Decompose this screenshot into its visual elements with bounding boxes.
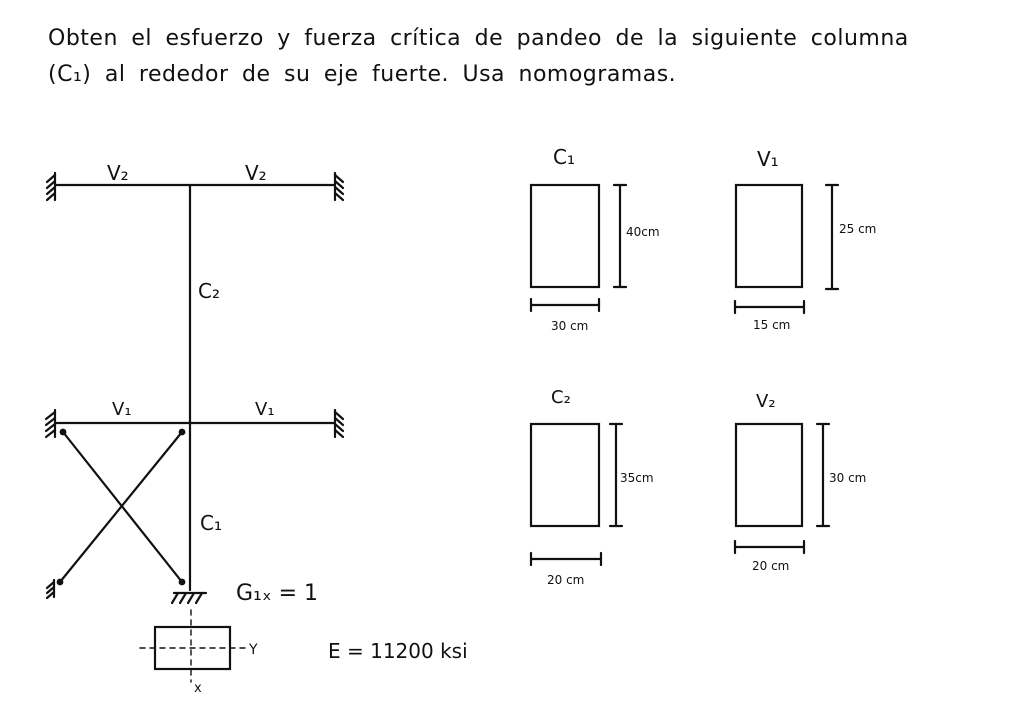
cross-section-x-label: x — [194, 681, 202, 696]
section-v1-height-dimension — [824, 183, 840, 291]
section-v1-height: 25 cm — [839, 222, 876, 236]
section-c1-height-dimension — [612, 183, 628, 289]
problem-statement-line-2: (C₁) al rededor de su eje fuerte. Usa no… — [48, 62, 677, 87]
section-v1-width-dimension — [733, 299, 806, 315]
mid-left-fixed-support — [44, 408, 57, 439]
brace-diagonal-1 — [61, 430, 184, 584]
section-c1-width-dimension — [529, 297, 601, 313]
mid-right-fixed-support — [333, 408, 345, 439]
problem-statement-line-1: Obten el esfuerzo y fuerza crítica de pa… — [48, 26, 909, 51]
mid-beam-left-label: V₁ — [112, 399, 132, 420]
cross-section-y-label: Y — [248, 642, 258, 658]
section-v1-rectangle — [734, 183, 804, 289]
brace-pin-bottom-left — [56, 578, 64, 586]
elastic-modulus: E = 11200 ksi — [328, 639, 468, 663]
brace-pin-top-left — [59, 428, 67, 436]
top-beam-left-label: V₂ — [107, 161, 129, 185]
section-c1-name: C₁ — [553, 145, 575, 169]
brace-diagonal-2 — [58, 430, 184, 584]
top-right-fixed-support — [333, 171, 345, 202]
section-v2-height-dimension — [815, 422, 831, 528]
section-c1-height: 40cm — [626, 225, 660, 239]
column-base-fixed-support — [170, 591, 208, 605]
top-left-fixed-support — [45, 171, 57, 202]
bottom-left-brace-support — [45, 578, 56, 600]
section-v1-width: 15 cm — [753, 318, 790, 332]
brace-pin-top-right — [178, 428, 186, 436]
section-v2-name: V₂ — [756, 391, 776, 412]
section-v1-name: V₁ — [757, 147, 779, 171]
section-c2-width: 20 cm — [547, 573, 584, 587]
section-c1-rectangle — [529, 183, 601, 289]
section-v2-rectangle — [734, 422, 804, 528]
section-c2-width-dimension — [529, 551, 603, 567]
upper-column-label: C₂ — [198, 279, 220, 303]
section-c2-height-dimension — [608, 422, 624, 528]
section-c2-rectangle — [529, 422, 601, 528]
section-c1-width: 30 cm — [551, 319, 588, 333]
base-condition-label: G₁ₓ = 1 — [236, 581, 318, 606]
section-v2-width-dimension — [733, 539, 806, 555]
lower-column-label: C₁ — [200, 511, 222, 535]
section-v2-width: 20 cm — [752, 559, 789, 573]
brace-pin-bottom-right — [178, 578, 186, 586]
section-v2-height: 30 cm — [829, 471, 866, 485]
top-beam-right-label: V₂ — [245, 161, 267, 185]
section-c2-height: 35cm — [620, 471, 654, 485]
section-c2-name: C₂ — [551, 387, 571, 408]
mid-beam-right-label: V₁ — [255, 399, 275, 420]
